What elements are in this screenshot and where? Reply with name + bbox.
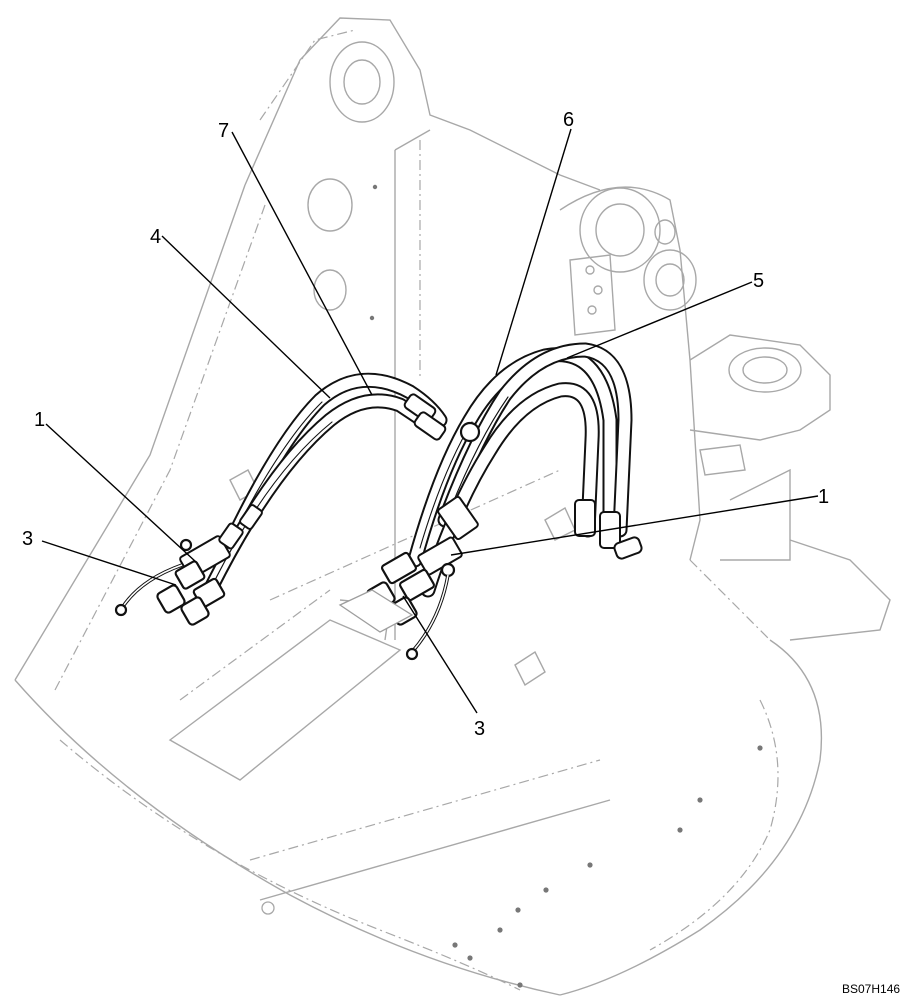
- hose-assemblies: [202, 342, 633, 598]
- callout-6: 6: [563, 109, 574, 131]
- callout-leaders: [41, 128, 819, 714]
- figure-code: BS07H146: [842, 982, 900, 996]
- leader-1-right: [450, 495, 819, 556]
- leader-5: [566, 281, 753, 359]
- callout-7: 7: [218, 120, 229, 142]
- callout-3-left: 3: [22, 528, 33, 550]
- callout-1-left: 1: [34, 409, 45, 431]
- callout-3-bottom: 3: [474, 718, 485, 740]
- fittings: [114, 393, 643, 661]
- leader-3-bottom: [402, 595, 478, 714]
- leader-4: [161, 235, 331, 399]
- callout-labels: 1 3 4 7 6 5 1 3: [22, 109, 829, 740]
- leader-1-left: [45, 423, 197, 563]
- rivet-dots: [261, 184, 763, 988]
- callout-5: 5: [753, 270, 764, 292]
- callout-4: 4: [150, 226, 161, 248]
- leader-7: [231, 131, 373, 396]
- leader-6: [495, 128, 572, 376]
- callout-1-right: 1: [818, 486, 829, 508]
- leader-3-left: [41, 540, 177, 586]
